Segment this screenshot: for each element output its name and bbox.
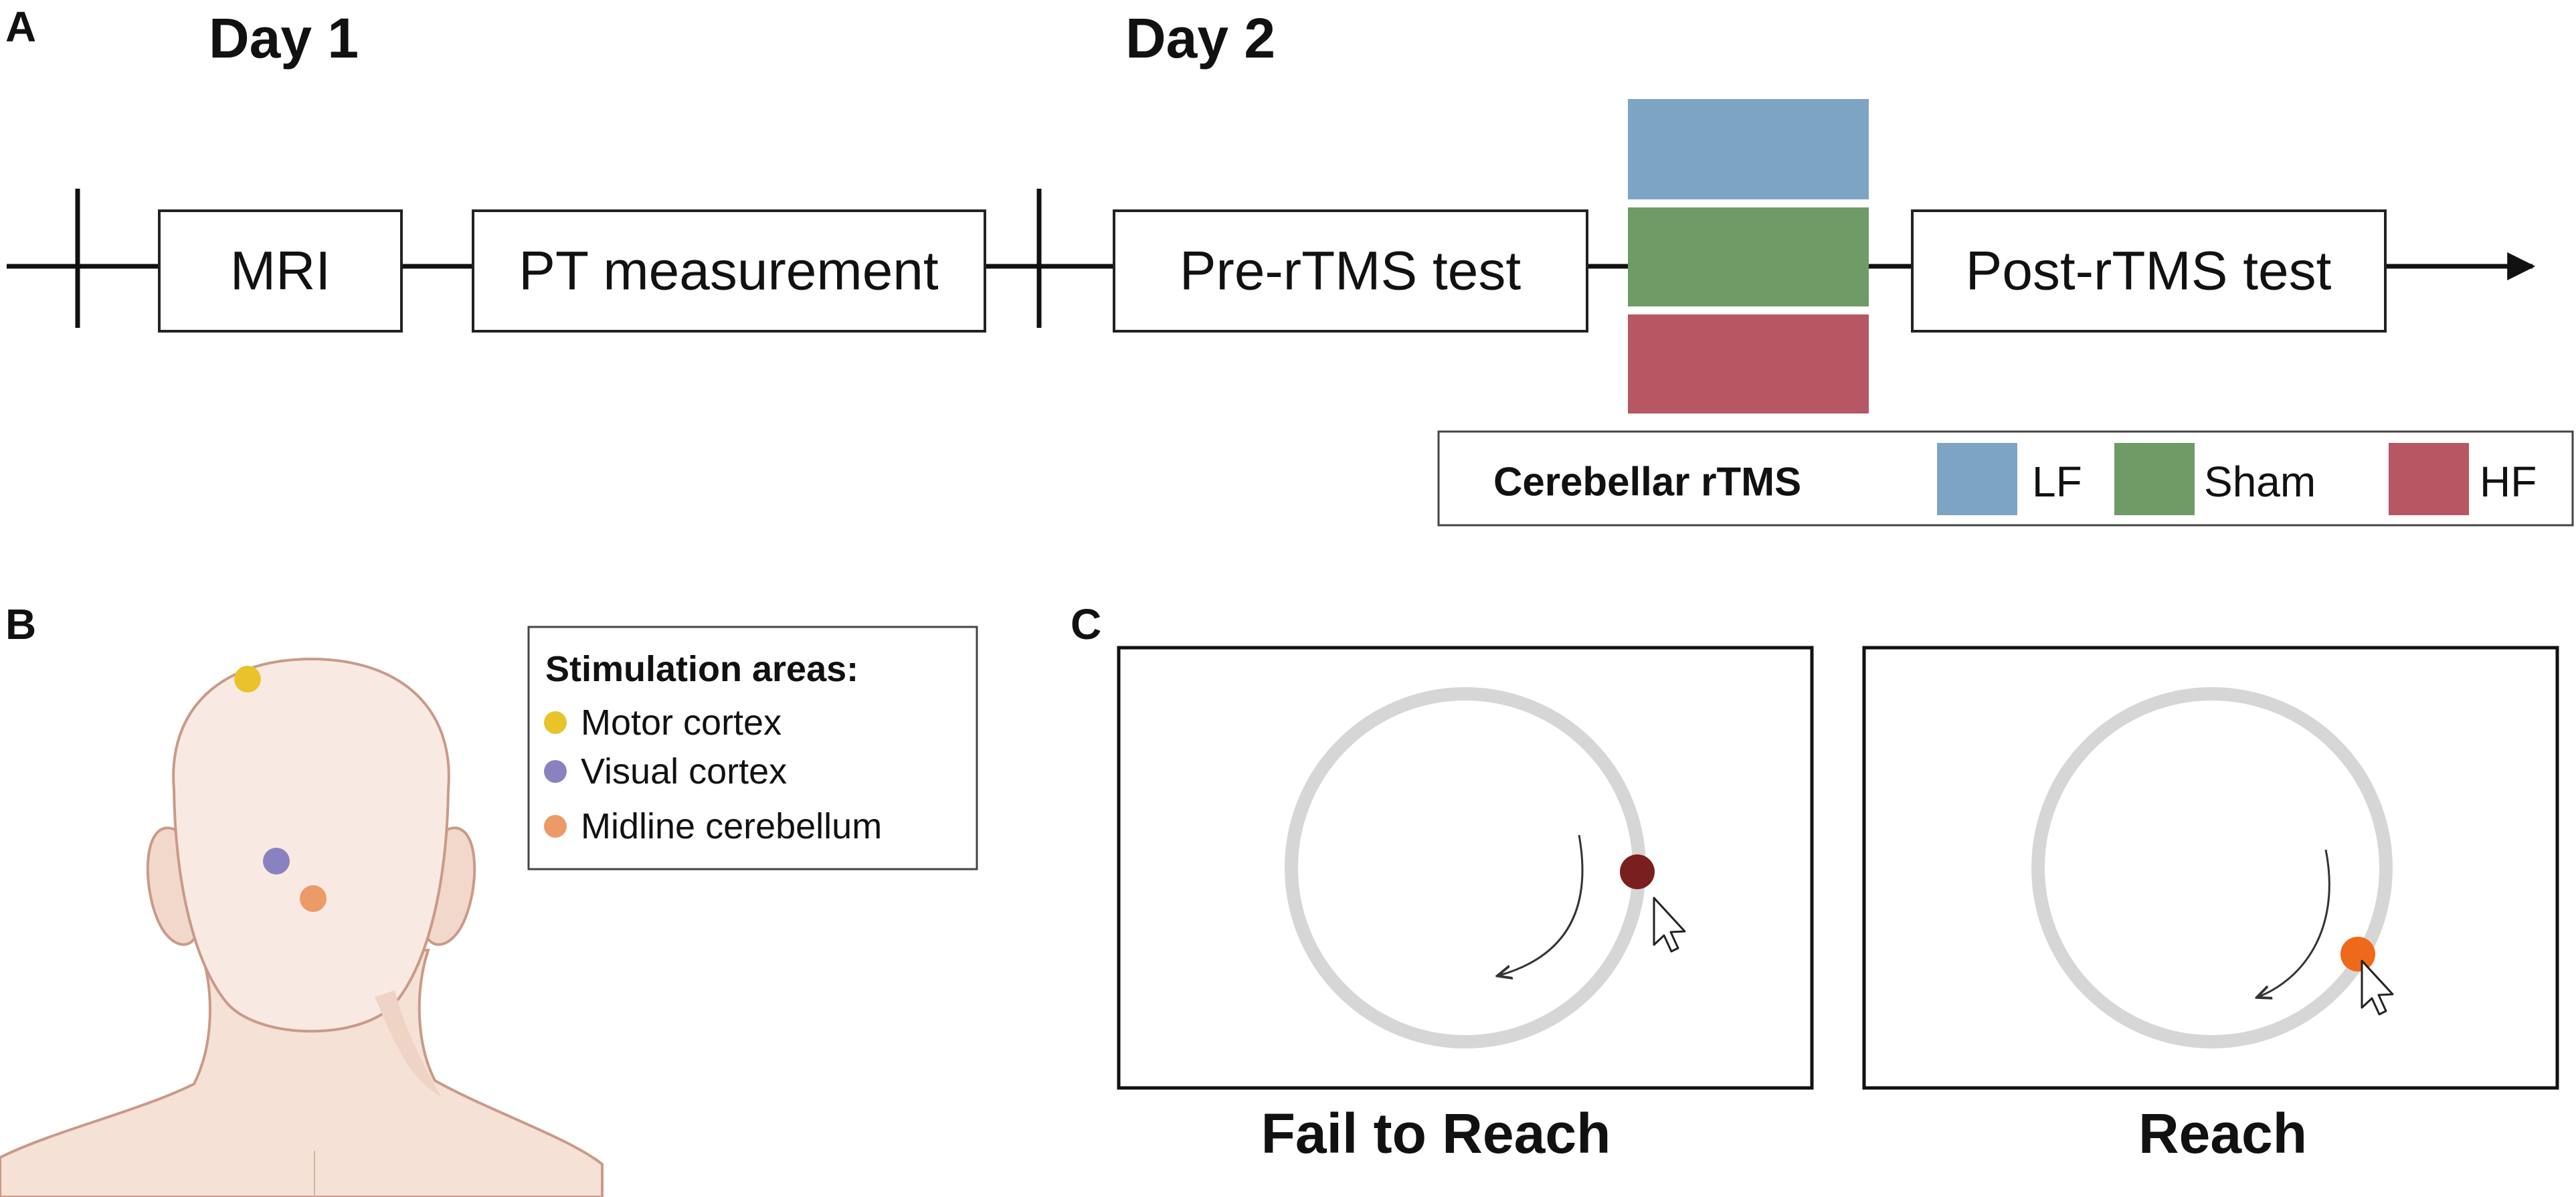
pre-rtms-box: Pre-rTMS test: [1113, 209, 1588, 333]
motion-arrow: [1499, 834, 1584, 976]
hf-block: [1628, 314, 1869, 413]
panel-letter-c: C: [1071, 600, 1101, 648]
legend-label-visual: Visual cortex: [581, 751, 787, 792]
lf-block: [1628, 99, 1869, 199]
midline-cerebellum-dot: [300, 885, 327, 912]
cursor-pointer-icon: [1653, 897, 1686, 953]
head-illustration: [0, 657, 604, 1197]
legend-label-hf: HF: [2480, 458, 2537, 506]
pt-measurement-box: PT measurement: [472, 209, 986, 333]
reach-screen: [1862, 646, 2559, 1090]
pt-measurement-label: PT measurement: [519, 241, 939, 302]
visual-cortex-dot: [263, 848, 290, 874]
mri-label: MRI: [230, 241, 331, 302]
pre-rtms-label: Pre-rTMS test: [1180, 241, 1521, 302]
legend-dot-visual: [544, 760, 567, 783]
fail-to-reach-screen: [1117, 646, 1814, 1090]
panel-letter-b: B: [5, 600, 36, 648]
day1-label: Day 1: [209, 7, 359, 70]
rtms-legend-title: Cerebellar rTMS: [1493, 460, 1801, 504]
stimulation-legend-title: Stimulation areas:: [545, 649, 858, 689]
legend-swatch-lf: [1937, 443, 2017, 515]
legend-dot-motor: [544, 711, 567, 734]
legend-label-motor: Motor cortex: [581, 703, 781, 743]
post-rtms-label: Post-rTMS test: [1966, 241, 2332, 302]
fail-to-reach-caption: Fail to Reach: [1261, 1102, 1611, 1165]
rtms-condition-stack: [1628, 99, 1869, 413]
target-dot: [1620, 854, 1655, 889]
legend-swatch-sham: [2114, 443, 2195, 515]
post-rtms-box: Post-rTMS test: [1911, 209, 2387, 333]
rtms-legend: Cerebellar rTMS LF Sham HF: [1437, 430, 2574, 527]
legend-label-lf: LF: [2032, 458, 2082, 506]
cursor-pointer-icon: [2361, 959, 2394, 1016]
motor-cortex-dot: [234, 666, 261, 693]
day2-label: Day 2: [1125, 7, 1275, 70]
motion-arrow: [2258, 849, 2330, 997]
reach-caption: Reach: [2138, 1102, 2307, 1165]
mri-box: MRI: [158, 209, 403, 333]
sham-block: [1628, 207, 1869, 306]
target-ring: [2031, 687, 2393, 1048]
target-dot: [2340, 937, 2375, 972]
legend-label-sham: Sham: [2204, 458, 2316, 506]
legend-swatch-hf: [2389, 443, 2469, 515]
stimulation-legend: Stimulation areas: Motor cortex Visual c…: [527, 626, 978, 870]
legend-label-cerebellum: Midline cerebellum: [581, 806, 882, 846]
legend-dot-cerebellum: [544, 815, 567, 838]
panel-letter-a: A: [5, 3, 36, 51]
